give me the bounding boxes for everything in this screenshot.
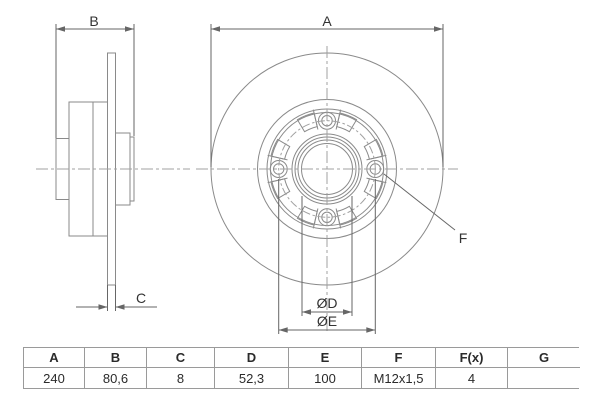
hub-slot-end-tick bbox=[312, 109, 319, 130]
dimension-arrows bbox=[56, 26, 443, 333]
arrow bbox=[343, 309, 352, 315]
arrow bbox=[115, 304, 125, 310]
spec-header: E bbox=[289, 348, 362, 368]
spec-value: 52,3 bbox=[215, 368, 289, 388]
spec-table: A B C D E F F(x) G 240 80,6 8 52,3 100 M… bbox=[23, 347, 580, 389]
spec-header: F(x) bbox=[436, 348, 508, 368]
label-e: ØE bbox=[317, 313, 337, 329]
spec-value: 80,6 bbox=[85, 368, 147, 388]
hub-slot-end-tick bbox=[267, 177, 288, 184]
hub-slot-end-tick bbox=[335, 208, 342, 229]
hub-slot bbox=[296, 205, 318, 226]
hub-slot-end-tick bbox=[366, 154, 387, 161]
brake-disc-drawing: B A C ØD ØE F bbox=[36, 13, 468, 334]
dimensions bbox=[55, 24, 456, 334]
arrow bbox=[56, 26, 65, 32]
spec-header: D bbox=[215, 348, 289, 368]
hub-slot-end-tick bbox=[312, 208, 319, 229]
hub-slot-end-tick bbox=[267, 154, 288, 161]
arrow bbox=[278, 327, 288, 333]
spec-value bbox=[508, 368, 580, 388]
arrow bbox=[302, 309, 311, 315]
label-f: F bbox=[459, 230, 468, 246]
spec-header: F bbox=[362, 348, 436, 368]
label-a: A bbox=[322, 13, 332, 29]
arrow bbox=[366, 327, 376, 333]
arrow bbox=[211, 26, 220, 32]
arrow bbox=[434, 26, 443, 32]
hub-slot-end-tick bbox=[335, 109, 342, 130]
spec-value: 4 bbox=[436, 368, 508, 388]
hub-slots bbox=[267, 109, 387, 229]
hub-slot-end-tick bbox=[366, 177, 387, 184]
hub-slot bbox=[336, 112, 358, 133]
label-c: C bbox=[136, 290, 146, 306]
spec-value: 100 bbox=[289, 368, 362, 388]
spec-header: C bbox=[147, 348, 215, 368]
spec-header: G bbox=[508, 348, 580, 368]
arrow bbox=[125, 26, 134, 32]
leader-f-line bbox=[383, 173, 456, 231]
label-d: ØD bbox=[317, 295, 338, 311]
spec-value: M12x1,5 bbox=[362, 368, 436, 388]
hub-slot bbox=[363, 178, 384, 200]
spec-value: 240 bbox=[24, 368, 85, 388]
arrow bbox=[98, 304, 108, 310]
spec-header: B bbox=[85, 348, 147, 368]
spec-value: 8 bbox=[147, 368, 215, 388]
spec-header: A bbox=[24, 348, 85, 368]
label-b: B bbox=[89, 13, 98, 29]
hub-slot bbox=[270, 138, 291, 160]
